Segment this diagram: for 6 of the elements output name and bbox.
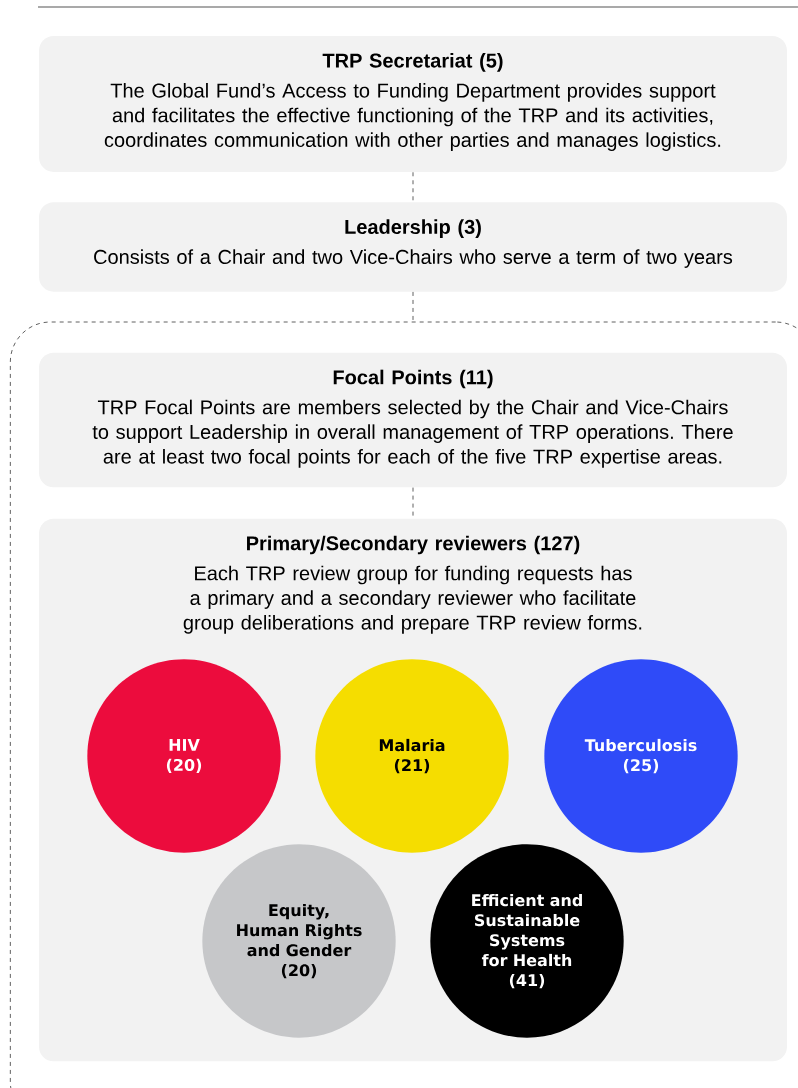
- text-box: Leadership (3) Consists of a Chair and two Vice-Chairs who serve a term of two years: [39, 202, 787, 292]
- connector-line: [412, 487, 414, 519]
- dashed-frame: [9, 321, 798, 1088]
- text-box: Focal Points (11) TRP Focal Points are members selected by the Chair and Vice-Chairs to support Leadership in overall management of TRP operations. There are at least two focal points for each of the five TRP expertise areas.: [39, 352, 787, 488]
- connector-line: [412, 291, 414, 322]
- text-box: TRP Secretariat (5) The Global Fund’s Access to Funding Department provides support and facilitates the effective functioning of the TRP and its activities, coordinates communication with other parties and manages logistics.: [39, 36, 787, 172]
